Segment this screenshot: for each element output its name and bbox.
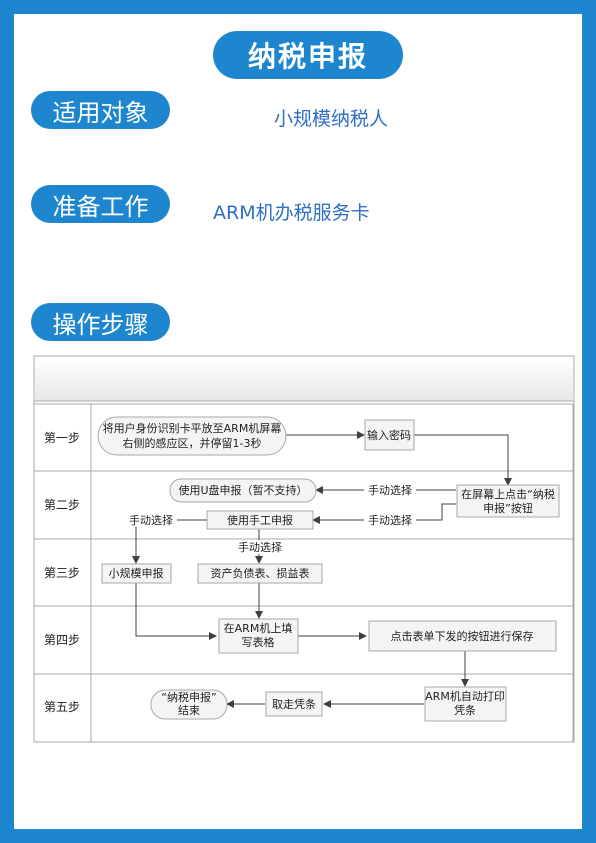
step-label-4: 第四步 [44, 633, 80, 647]
node-usb [169, 478, 317, 503]
node-start-text: 将用户身份识别卡平放至ARM机屏幕 [103, 421, 282, 435]
node-manual-text: 使用手工申报 [227, 513, 293, 527]
section-label-preparation: 准备工作 [31, 185, 170, 223]
node-password [364, 419, 415, 451]
step-label-1: 第一步 [44, 431, 80, 445]
step-label-3: 第三步 [44, 566, 80, 580]
node-take [265, 691, 323, 717]
node-statements [197, 563, 323, 584]
step-label-5: 第五步 [44, 700, 80, 714]
node-fill-form-text: 在ARM机上填 [224, 621, 293, 635]
flow-table [33, 355, 575, 743]
node-end-text: 结束 [178, 704, 200, 717]
section-label-steps: 操作步骤 [31, 303, 170, 341]
node-save-text: 点击表单下发的按钮进行保存 [391, 629, 534, 643]
node-take-text: 取走凭条 [272, 697, 316, 711]
node-save [368, 620, 557, 652]
node-password-text: 输入密码 [367, 428, 411, 442]
section-value-preparation: ARM机办税服务卡 [213, 202, 370, 224]
node-click-button-text: 在屏幕上点击“纳税 [461, 487, 555, 501]
edge-label: 手动选择 [129, 513, 173, 527]
node-click-button [456, 484, 560, 518]
section-value-target: 小规模纳税人 [274, 108, 389, 130]
node-usb-text: 使用U盘申报（暂不支持） [178, 483, 307, 497]
table-header [35, 357, 573, 401]
node-small-scale [101, 563, 172, 584]
node-small-scale-text: 小规模申报 [109, 566, 164, 580]
node-statements-text: 资产负债表、损益表 [211, 566, 310, 580]
edge-password-to-click [414, 434, 512, 486]
node-fill-form [218, 618, 299, 654]
edge-label: 手动选择 [368, 513, 412, 527]
edge-label: 手动选择 [368, 483, 412, 497]
edge-label: 手动选择 [238, 540, 282, 554]
page-title: 纳税申报 [213, 31, 403, 79]
node-print-text: ARM机自动打印 [425, 689, 505, 703]
node-print [424, 686, 507, 722]
node-start-text: 右侧的感应区，并停留1-3秒 [123, 436, 262, 450]
step-label-2: 第二步 [44, 498, 80, 512]
node-click-button-text: 申报”按钮 [483, 501, 533, 515]
node-manual [206, 510, 314, 530]
node-end [150, 689, 228, 720]
section-label-target: 适用对象 [31, 91, 170, 129]
node-start [97, 416, 287, 456]
node-end-text: “纳税申报” [161, 690, 216, 704]
node-print-text: 凭条 [454, 703, 476, 717]
edge-small-to-fill [135, 583, 217, 640]
node-fill-form-text: 写表格 [242, 635, 275, 649]
